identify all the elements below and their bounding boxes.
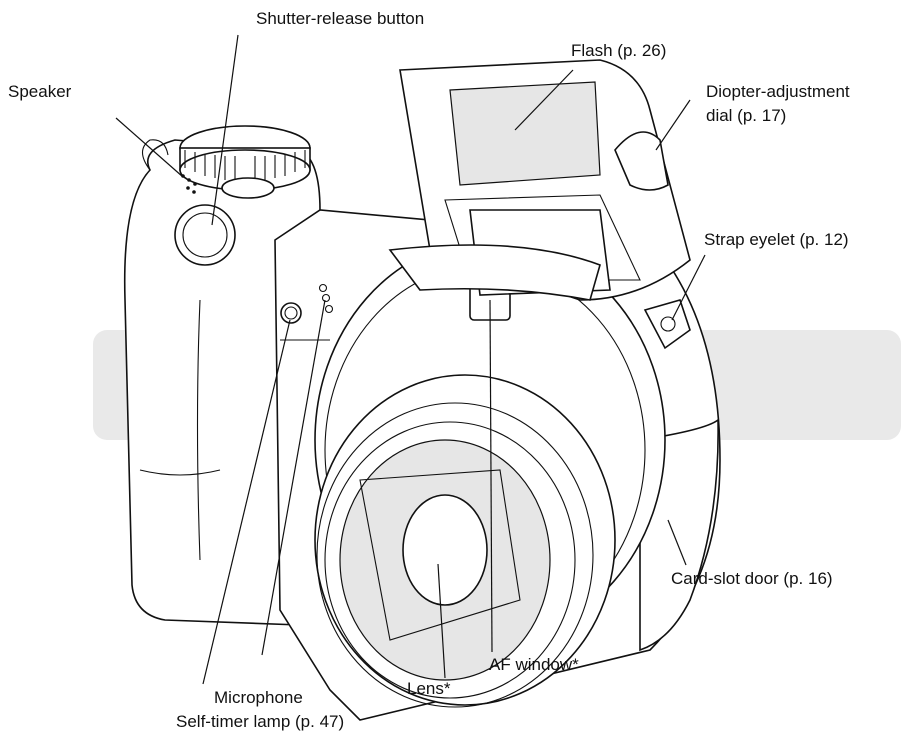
label-shutter-release-button: Shutter-release button xyxy=(256,9,424,28)
leader-af-window xyxy=(489,299,493,653)
leader-diopter xyxy=(655,99,691,151)
label-card-slot-door: Card-slot door (p. 16) xyxy=(671,569,833,588)
label-strap-eyelet: Strap eyelet (p. 12) xyxy=(704,230,849,249)
label-speaker: Speaker xyxy=(8,82,72,101)
camera-illustration xyxy=(123,59,721,721)
shutter-release-button-shape xyxy=(174,204,236,266)
leader-speaker xyxy=(115,117,184,178)
label-lens: Lens* xyxy=(407,679,451,698)
leader-flash xyxy=(514,69,574,131)
leader-microphone xyxy=(261,299,326,656)
speaker-holes xyxy=(181,174,197,194)
label-microphone: Microphone xyxy=(214,688,303,707)
label-self-timer-lamp: Self-timer lamp (p. 47) xyxy=(176,712,344,731)
leader-lines xyxy=(115,34,706,685)
self-timer-lamp-shape xyxy=(280,302,302,324)
callout-labels: Shutter-release button Speaker Flash (p.… xyxy=(8,9,850,731)
label-diopter-line2: dial (p. 17) xyxy=(706,106,786,125)
leader-lens xyxy=(437,563,446,679)
diopter-dial-shape xyxy=(614,131,669,191)
label-diopter-line1: Diopter-adjustment xyxy=(706,82,850,101)
microphone-holes xyxy=(318,283,334,314)
leader-strap xyxy=(671,254,706,321)
leader-card-slot xyxy=(667,519,687,566)
label-flash: Flash (p. 26) xyxy=(571,41,666,60)
label-af-window: AF window* xyxy=(489,655,579,674)
leader-shutter xyxy=(211,34,239,226)
strap-eyelet-shape xyxy=(643,299,691,350)
leader-self-timer xyxy=(202,319,291,685)
